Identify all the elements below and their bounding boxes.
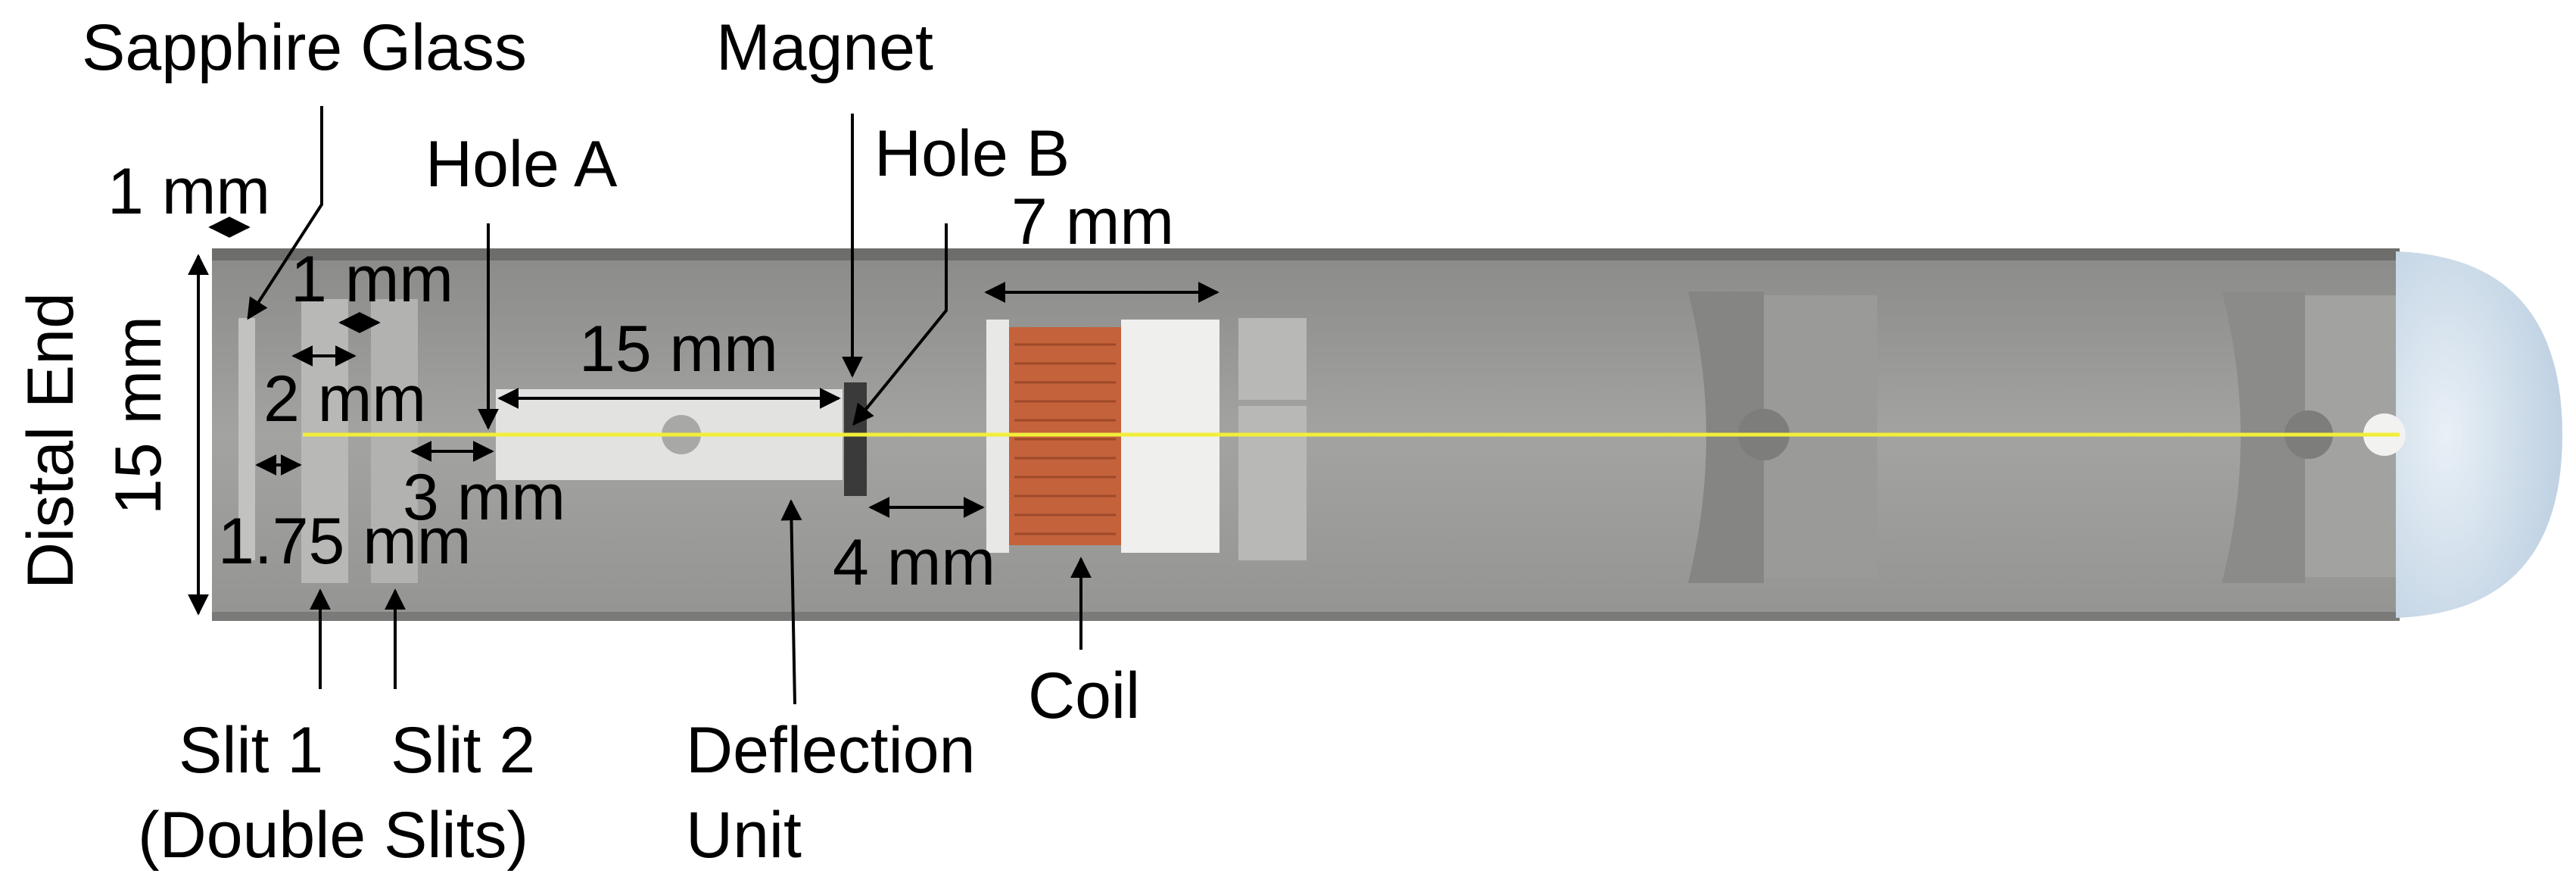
magnet-block xyxy=(844,382,867,496)
label-1mm-top: 1 mm xyxy=(107,155,270,228)
spacer-bracket-2 xyxy=(2222,292,2305,583)
sapphire-glass xyxy=(238,318,255,560)
label-double-slits: (Double Slits) xyxy=(138,799,528,872)
label-slit-1: Slit 1 xyxy=(179,714,323,787)
leader-deflection-unit xyxy=(780,499,802,705)
label-slit-2: Slit 2 xyxy=(391,714,535,787)
coil-turns xyxy=(1014,343,1116,535)
label-3mm: 3 mm xyxy=(403,461,565,534)
label-coil: Coil xyxy=(1028,660,1140,732)
leader-sapphire-glass xyxy=(247,106,323,320)
coil-mount-seam xyxy=(1238,400,1307,406)
label-7mm: 7 mm xyxy=(1011,186,1174,258)
slit-2 xyxy=(371,299,418,583)
label-1-75mm: 1.75 mm xyxy=(218,505,472,578)
coil-mount-plate xyxy=(1238,318,1307,560)
label-2mm: 2 mm xyxy=(263,363,426,435)
label-sapphire-glass: Sapphire Glass xyxy=(82,11,527,84)
label-deflection: Deflection xyxy=(686,714,975,787)
label-15mm-height: 15 mm xyxy=(102,316,175,515)
body-bottom-edge xyxy=(212,612,2400,621)
spacer-bracket-1 xyxy=(1688,292,1764,583)
label-hole-a: Hole A xyxy=(425,128,618,201)
label-unit: Unit xyxy=(686,799,802,872)
end-cap xyxy=(2396,251,2562,618)
label-magnet: Magnet xyxy=(716,11,933,84)
label-1mm-inner: 1 mm xyxy=(291,243,453,316)
label-distal-end: Distal End xyxy=(14,292,87,589)
label-hole-b: Hole B xyxy=(874,117,1070,190)
label-15mm-unit: 15 mm xyxy=(579,313,778,385)
label-4mm: 4 mm xyxy=(833,526,995,599)
body-top-edge xyxy=(212,248,2400,260)
leader-hole-b xyxy=(852,223,948,426)
